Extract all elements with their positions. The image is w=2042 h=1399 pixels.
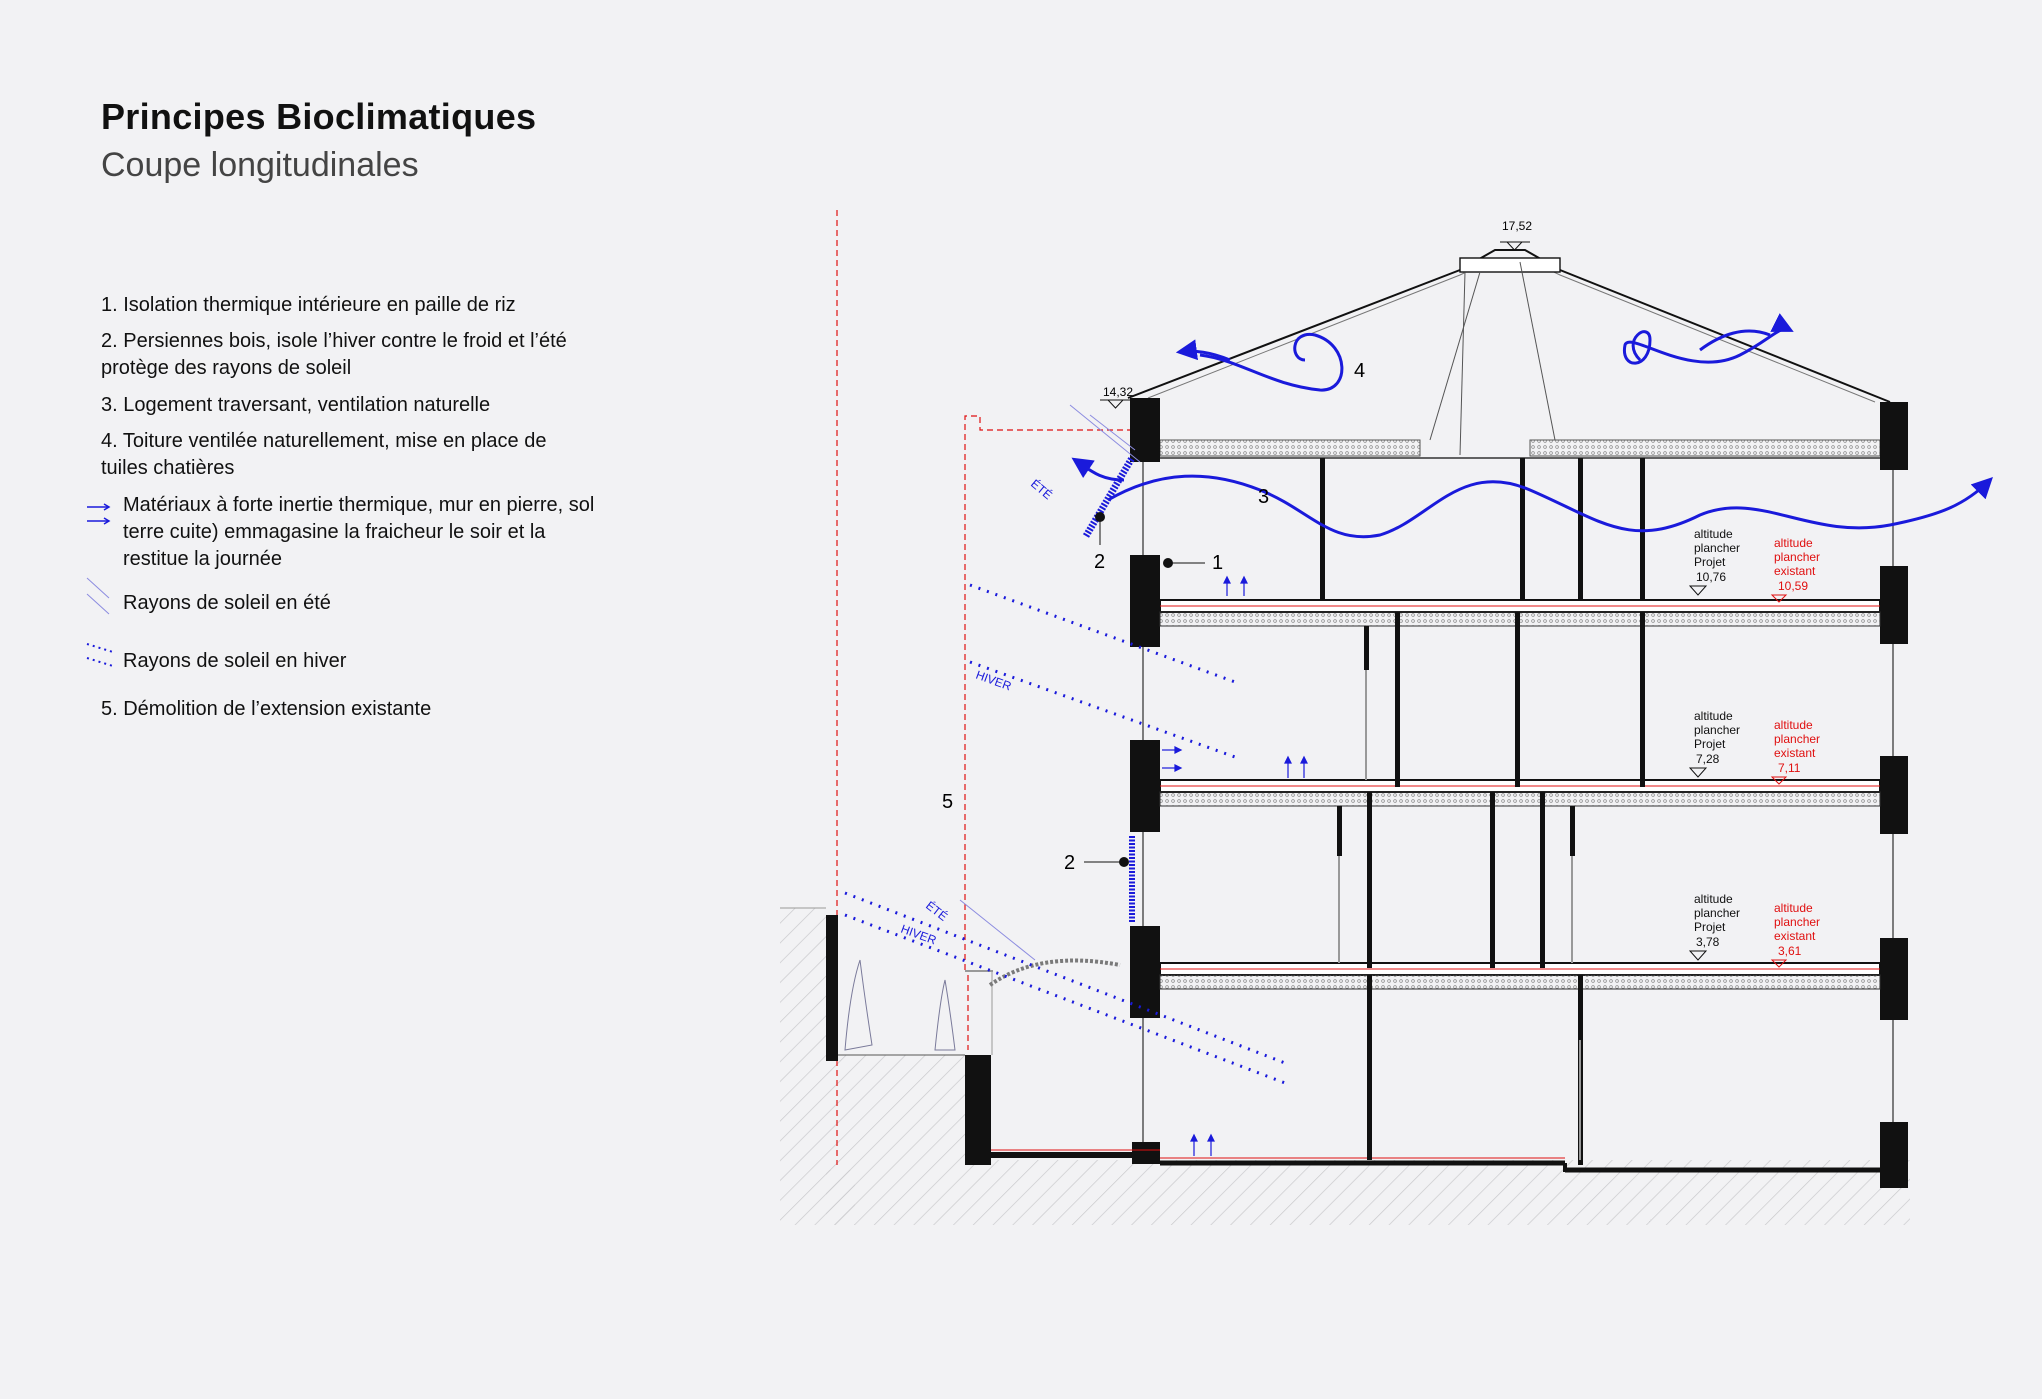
ground-hatch bbox=[780, 907, 1910, 1225]
level-ridge-value: 17,52 bbox=[1502, 219, 1532, 233]
callout-4: 4 bbox=[1354, 360, 1365, 382]
courtyard-walls bbox=[826, 915, 1121, 1165]
level-project-value: 10,76 bbox=[1696, 570, 1726, 584]
winter-sun-rays bbox=[844, 583, 1286, 1085]
legend-item-5: 5. Démolition de l’extension existante bbox=[101, 696, 581, 723]
callout-2-bottom: 2 bbox=[1064, 852, 1129, 874]
callout-3: 3 bbox=[1258, 486, 1269, 508]
floor-slab-1 bbox=[1159, 962, 1881, 990]
interior-walls bbox=[1320, 458, 1645, 1165]
shutter-upper bbox=[1082, 456, 1136, 538]
legend-text: Rayons de soleil en été bbox=[123, 592, 331, 614]
legend-item-winter-sun: Rayons de soleil en hiver bbox=[86, 643, 603, 675]
callout-2-bottom-label: 2 bbox=[1064, 852, 1075, 874]
level-eave: 14,32 bbox=[1100, 385, 1140, 409]
level-eave-value: 14,32 bbox=[1103, 385, 1133, 399]
label-hiver-mid: HIVER bbox=[974, 668, 1014, 694]
level-project-value: 3,78 bbox=[1696, 935, 1720, 949]
legend-text: 1. Isolation thermique intérieure en pai… bbox=[101, 294, 516, 316]
legend-text: 4. Toiture ventilée naturellement, mise … bbox=[101, 430, 547, 479]
legend-item-2: 2. Persiennes bois, isole l’hiver contre… bbox=[101, 328, 581, 382]
demolition-outline bbox=[836, 210, 1130, 1165]
inertia-arrows-icon bbox=[87, 503, 111, 525]
winter-sun-rays-icon bbox=[86, 643, 114, 667]
level-project-value: 7,28 bbox=[1696, 752, 1720, 766]
level-existing-value: 7,11 bbox=[1778, 761, 1801, 775]
floor-slabs bbox=[1159, 599, 1881, 990]
legend-text: 5. Démolition de l’extension existante bbox=[101, 698, 432, 720]
legend-text: Rayons de soleil en hiver bbox=[123, 650, 347, 672]
legend-text: Matériaux à forte inertie thermique, mur… bbox=[123, 494, 595, 570]
callout-2-top: 2 bbox=[1094, 512, 1105, 573]
interior-thin-walls bbox=[1338, 670, 1581, 1160]
legend-item-1: 1. Isolation thermique intérieure en pai… bbox=[101, 292, 581, 319]
page-title: Principes Bioclimatiques bbox=[101, 96, 537, 137]
level-existing-value: 10,59 bbox=[1778, 579, 1808, 593]
callout-1: 1 bbox=[1163, 552, 1223, 574]
legend-text: 2. Persiennes bois, isole l’hiver contre… bbox=[101, 330, 567, 379]
summer-sun-rays bbox=[959, 404, 1141, 961]
legend-text: 3. Logement traversant, ventilation natu… bbox=[101, 394, 491, 416]
level-existing-value: 3,61 bbox=[1778, 944, 1802, 958]
legend-item-inertia: Matériaux à forte inertie thermique, mur… bbox=[87, 492, 603, 573]
summer-sun-rays-icon bbox=[86, 577, 110, 615]
legend-item-3: 3. Logement traversant, ventilation natu… bbox=[101, 392, 581, 419]
building-envelope bbox=[991, 249, 1908, 1188]
level-ridge: 17,52 bbox=[1500, 219, 1532, 251]
callout-2-top-label: 2 bbox=[1094, 551, 1105, 573]
callout-5: 5 bbox=[942, 791, 953, 813]
inertia-arrows bbox=[1162, 575, 1308, 1156]
label-ete-top: ÉTÉ bbox=[1028, 476, 1056, 502]
label-ete-low: ÉTÉ bbox=[923, 898, 951, 924]
ventilation-flows bbox=[1071, 313, 1993, 539]
callout-1-label: 1 bbox=[1212, 552, 1223, 574]
legend-item-4: 4. Toiture ventilée naturellement, mise … bbox=[101, 428, 581, 482]
page-subtitle: Coupe longitudinales bbox=[101, 146, 419, 184]
label-hiver-low: HIVER bbox=[899, 922, 939, 948]
legend-item-summer-sun: Rayons de soleil en été bbox=[86, 577, 603, 617]
